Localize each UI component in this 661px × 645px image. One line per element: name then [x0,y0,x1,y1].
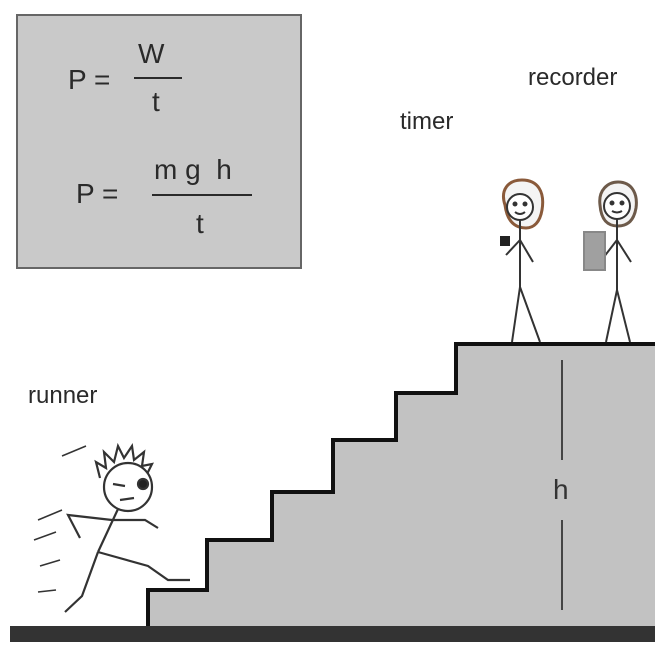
formula1-lhs: P = [68,64,111,95]
formula2-lhs: P = [76,178,119,209]
staircase-outline [146,342,655,628]
height-label: h [553,474,569,505]
formula2-denominator: t [196,208,204,239]
recorder-figure [583,180,638,343]
timer-figure [500,178,545,343]
formula1-denominator: t [152,86,160,117]
formula2-numerator: m g h [154,154,232,185]
recorder-label: recorder [528,64,618,91]
runner-label: runner [28,382,98,409]
ground [10,626,655,642]
formula-box [16,14,302,269]
formula1-fraction-bar [134,77,182,79]
formula2-fraction-bar [152,194,252,196]
staircase-fill [148,344,655,628]
timer-label: timer [400,108,454,135]
formula1-numerator: W [138,38,165,69]
runner-figure [33,442,190,613]
